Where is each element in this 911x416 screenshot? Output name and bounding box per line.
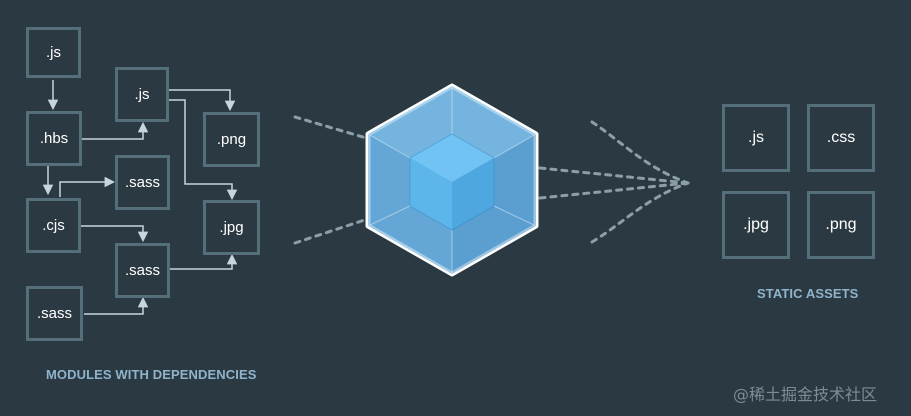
arrow-js-to-jpg: [168, 99, 238, 201]
module-label: .sass: [124, 262, 160, 279]
cube-edge-2: [367, 133, 411, 159]
asset-label: .png: [825, 216, 857, 233]
module-js-middle: .js: [115, 67, 169, 122]
asset-label: .jpg: [743, 216, 769, 233]
webpack-cube: [365, 83, 539, 277]
module-cjs: .cjs: [26, 198, 81, 253]
module-png: .png: [203, 112, 260, 167]
cube-inner-right: [452, 158, 494, 230]
module-jpg: .jpg: [203, 200, 260, 255]
arrow-cjs-to-sass-2: [80, 225, 149, 243]
module-sass-middle: .sass: [115, 243, 170, 298]
module-label: .jpg: [219, 219, 244, 236]
watermark: @稀土掘金技术社区: [733, 385, 878, 404]
arrow-sass-to-sass: [84, 296, 149, 315]
module-sass-bottom: .sass: [26, 286, 83, 341]
module-js-top: .js: [26, 27, 81, 78]
module-label: .cjs: [42, 217, 65, 234]
module-label: .png: [216, 131, 247, 148]
module-label: .js: [134, 86, 150, 103]
asset-js: .js: [722, 104, 790, 172]
cube-edge-5: [493, 205, 537, 227]
assets-caption: STATIC ASSETS: [757, 286, 859, 301]
module-hbs: .hbs: [26, 111, 82, 166]
module-sass-top: .sass: [115, 155, 170, 210]
output-flow-middle-top: [538, 166, 690, 185]
arrow-sass-to-jpg: [168, 253, 238, 270]
asset-label: .css: [826, 129, 856, 146]
asset-label: .js: [748, 129, 764, 146]
output-flow-bottom-curve: [590, 181, 690, 244]
module-label: .js: [46, 44, 61, 61]
cube-inner-left: [410, 158, 452, 230]
arrow-js-to-png: [168, 89, 236, 112]
output-flow-top-curve: [590, 120, 690, 185]
cube-edge-3: [493, 133, 537, 159]
dependency-arrows: [42, 80, 238, 315]
cube-inner-outline: [409, 133, 495, 231]
module-label: .sass: [124, 174, 160, 191]
output-flow-middle-bottom: [538, 181, 690, 200]
arrow-hbs-to-js: [82, 121, 149, 140]
asset-jpg: .jpg: [722, 191, 790, 259]
module-label: .hbs: [39, 130, 69, 147]
output-flow-lines: [538, 120, 690, 244]
asset-png: .png: [807, 191, 875, 259]
arrow-cjs-to-sass: [59, 176, 116, 197]
cube-edge-4: [367, 205, 411, 227]
asset-css: .css: [807, 104, 875, 172]
module-label: .sass: [36, 305, 72, 322]
modules-caption: MODULES WITH DEPENDENCIES: [46, 367, 257, 382]
